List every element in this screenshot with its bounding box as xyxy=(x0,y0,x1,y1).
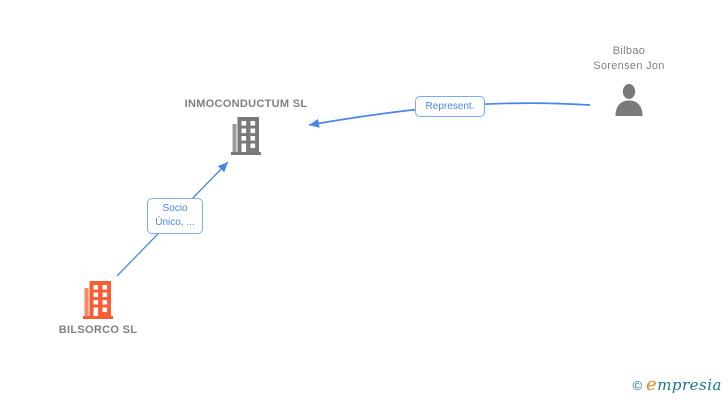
copyright-icon: © xyxy=(632,378,643,393)
person-name-line2: Sorensen Jon xyxy=(593,60,665,72)
brand-rest: mpresia xyxy=(657,376,722,394)
building-icon xyxy=(83,281,113,319)
node-company-inmoconductum[interactable]: INMOCONDUCTUM SL xyxy=(166,97,326,155)
edge-label-socio-unico: Socio Único, ... xyxy=(147,198,203,234)
edge-label-socio-line2: Único, ... xyxy=(155,217,195,228)
brand-wordmark: empresia xyxy=(646,374,722,395)
empresia-logo: © empresia xyxy=(632,374,722,395)
edge-label-represent: Represent. xyxy=(415,96,485,117)
edge-label-represent-text: Represent. xyxy=(425,100,475,112)
edge-label-socio-line1: Socio xyxy=(162,203,188,214)
brand-first-letter: e xyxy=(646,374,658,395)
company-name-label: INMOCONDUCTUM SL xyxy=(184,98,308,110)
building-icon xyxy=(231,117,261,155)
person-icon xyxy=(612,84,646,116)
company-name-label: BILSORCO SL xyxy=(58,324,138,336)
node-company-bilsorco[interactable]: BILSORCO SL xyxy=(18,281,178,338)
person-name-label: Bilbao Sorensen Jon xyxy=(593,44,664,74)
person-name-line1: Bilbao xyxy=(612,45,646,57)
node-person-bilbao-sorensen-jon[interactable]: Bilbao Sorensen Jon xyxy=(549,44,709,116)
